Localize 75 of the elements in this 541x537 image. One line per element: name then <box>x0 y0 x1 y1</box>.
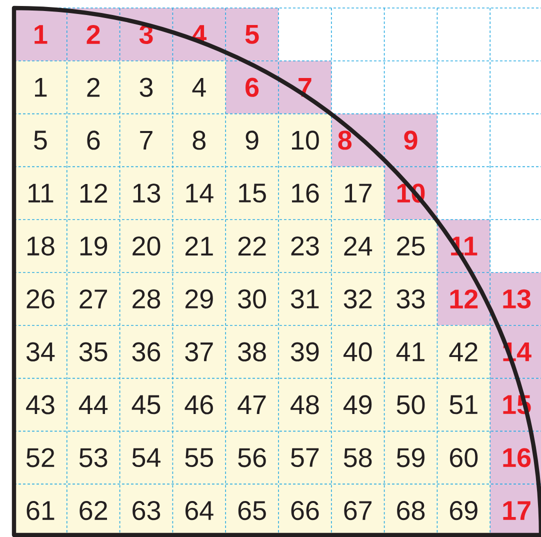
number-cell: 16 <box>278 166 332 220</box>
number-cell: 67 <box>331 484 384 537</box>
number-cell: 5 <box>14 114 67 167</box>
number-cell: 48 <box>278 378 332 432</box>
number-cell: 9 <box>384 114 438 167</box>
number-cell: 6 <box>66 114 120 167</box>
number-cell: 15 <box>226 166 278 220</box>
number-cell: 64 <box>172 484 226 537</box>
number-cell: 69 <box>437 484 490 537</box>
number-cell: 25 <box>384 220 438 272</box>
number-cell: 66 <box>278 484 332 537</box>
number-cell: 46 <box>172 378 226 432</box>
number-cell: 41 <box>384 325 438 378</box>
number-cell: 1 <box>14 8 67 61</box>
number-cell: 51 <box>437 378 490 432</box>
number-cell: 18 <box>14 220 67 272</box>
number-cell: 35 <box>66 325 120 378</box>
number-cell: 9 <box>226 114 278 167</box>
number-cell: 62 <box>66 484 120 537</box>
number-cell: 30 <box>226 272 278 326</box>
number-cell: 4 <box>172 60 226 114</box>
number-cell: 12 <box>66 166 120 220</box>
number-cell: 7 <box>120 114 173 167</box>
number-cell: 59 <box>384 431 438 484</box>
number-cell: 65 <box>226 484 278 537</box>
number-cell: 8 <box>172 114 226 167</box>
number-cell: 39 <box>278 325 332 378</box>
number-cell: 34 <box>14 325 67 378</box>
number-cell: 63 <box>120 484 173 537</box>
number-cell: 37 <box>172 325 226 378</box>
number-cell: 28 <box>120 272 173 326</box>
number-cell: 32 <box>331 272 384 326</box>
number-cell: 36 <box>120 325 173 378</box>
number-cell: 55 <box>172 431 226 484</box>
number-cell: 3 <box>120 60 173 114</box>
number-cell: 58 <box>331 431 384 484</box>
number-cell: 52 <box>14 431 67 484</box>
number-cell: 45 <box>120 378 173 432</box>
number-cell: 13 <box>120 166 173 220</box>
number-cell: 1 <box>14 60 67 114</box>
number-cell: 33 <box>384 272 438 326</box>
number-cell: 38 <box>226 325 278 378</box>
number-cell: 6 <box>226 60 278 114</box>
number-cell: 16 <box>490 431 541 484</box>
number-cell: 31 <box>278 272 332 326</box>
number-cell: 26 <box>14 272 67 326</box>
number-cell: 27 <box>66 272 120 326</box>
number-cell: 44 <box>66 378 120 432</box>
number-cell: 14 <box>172 166 226 220</box>
number-cell: 12 <box>437 272 490 326</box>
number-cell: 57 <box>278 431 332 484</box>
number-cell: 49 <box>331 378 384 432</box>
number-cell: 50 <box>384 378 438 432</box>
number-cell: 24 <box>331 220 384 272</box>
number-cell: 17 <box>331 166 384 220</box>
number-cell: 56 <box>226 431 278 484</box>
number-cell: 47 <box>226 378 278 432</box>
number-cell: 13 <box>490 272 541 326</box>
number-cell: 54 <box>120 431 173 484</box>
number-cell: 5 <box>226 8 278 61</box>
number-cell: 19 <box>66 220 120 272</box>
number-cell: 60 <box>437 431 490 484</box>
number-cell: 11 <box>14 166 67 220</box>
number-cell: 2 <box>66 60 120 114</box>
number-cell: 43 <box>14 378 67 432</box>
number-cell: 22 <box>226 220 278 272</box>
number-cell: 23 <box>278 220 332 272</box>
number-cell: 21 <box>172 220 226 272</box>
number-cell: 68 <box>384 484 438 537</box>
number-cell: 42 <box>437 325 490 378</box>
number-cell: 20 <box>120 220 173 272</box>
number-cell: 29 <box>172 272 226 326</box>
number-cell: 53 <box>66 431 120 484</box>
number-cell: 10 <box>278 114 332 167</box>
number-cell: 40 <box>331 325 384 378</box>
